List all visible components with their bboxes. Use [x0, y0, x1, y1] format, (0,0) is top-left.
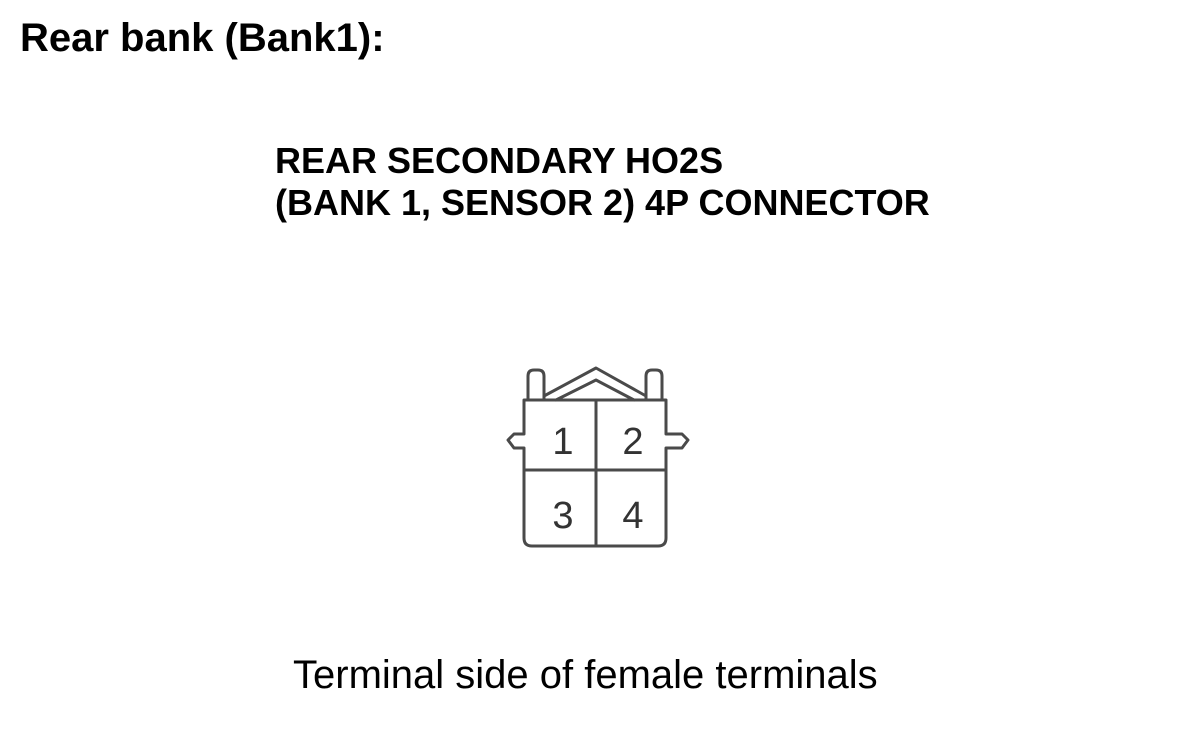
- pin-1-label: 1: [552, 421, 573, 463]
- connector-title: REAR SECONDARY HO2S (BANK 1, SENSOR 2) 4…: [275, 140, 930, 224]
- connector-drawing: 1 2 3 4: [506, 366, 690, 548]
- terminal-side-caption: Terminal side of female terminals: [293, 653, 878, 697]
- pin-2-label: 2: [622, 421, 643, 463]
- roof-outer: [542, 366, 648, 398]
- pin-3-label: 3: [552, 495, 573, 537]
- roof-inner: [554, 378, 636, 402]
- connector-diagram: 1 2 3 4: [500, 360, 700, 560]
- left-latch: [526, 368, 546, 402]
- connector-title-line-2: (BANK 1, SENSOR 2) 4P CONNECTOR: [275, 182, 930, 223]
- pin-4-label: 4: [622, 495, 643, 537]
- connector-body: [506, 398, 690, 548]
- connector-title-line-1: REAR SECONDARY HO2S: [275, 140, 724, 181]
- page-heading: Rear bank (Bank1):: [20, 16, 385, 60]
- right-latch: [644, 368, 664, 402]
